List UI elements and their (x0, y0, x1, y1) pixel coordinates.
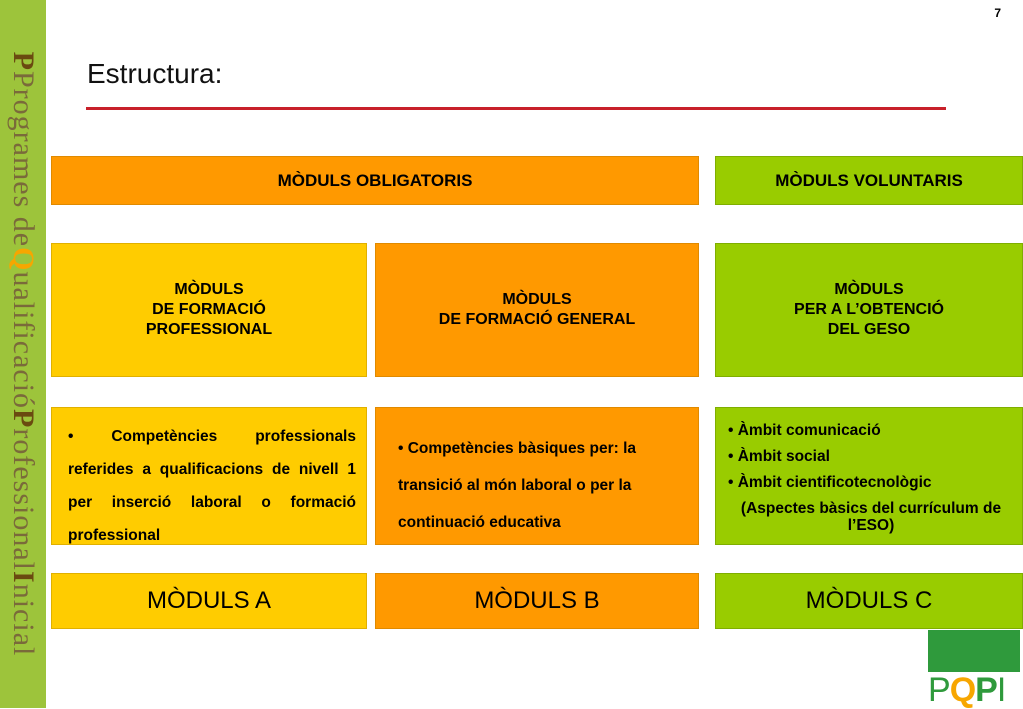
module-c-line3: DEL GESO (827, 321, 911, 338)
pqpi-logo: PQPI (928, 630, 1023, 708)
module-box-b: MÒDULS DE FORMACIÓ GENERAL (375, 243, 699, 377)
header-obligatoris: MÒDULS OBLIGATORIS (51, 156, 699, 205)
module-c-line1: MÒDULS (834, 281, 904, 298)
sidebar-accent-q: Q (7, 247, 40, 272)
sidebar-text-2: ualificació (7, 271, 40, 410)
module-b-line2: DE FORMACIÓ GENERAL (438, 311, 636, 328)
module-b-line1: MÒDULS (502, 291, 572, 308)
module-box-a: MÒDULS DE FORMACIÓ PROFESSIONAL (51, 243, 367, 377)
logo-letter-p: P (928, 671, 951, 709)
sidebar-accent-i: I (7, 571, 40, 584)
detail-c-note: (Aspectes bàsics del currículum de l’ESO… (740, 500, 1002, 534)
sidebar-text-4: nicial (7, 583, 40, 657)
footer-a-label: MÒDULS A (146, 587, 272, 614)
module-a-line1: MÒDULS (174, 281, 244, 298)
detail-c-item-cientific: • Àmbit cientificotecnològic (728, 474, 932, 491)
detail-a-text: • Competències professionals referides a… (68, 428, 356, 544)
sidebar-text-3: rofessional (7, 428, 40, 572)
page-title: Estructura: (87, 58, 223, 89)
module-c-line2: PER A L’OBTENCIÓ (794, 301, 944, 318)
footer-b-label: MÒDULS B (474, 587, 600, 614)
module-box-c: MÒDULS PER A L’OBTENCIÓ DEL GESO (715, 243, 1023, 377)
logo-text: PQPI (928, 672, 1023, 708)
footer-box-b: MÒDULS B (375, 573, 699, 629)
detail-box-a: • Competències professionals referides a… (51, 407, 367, 545)
sidebar-p-mark: P (7, 51, 40, 71)
detail-b-text: • Competències bàsiques per: la transici… (398, 440, 637, 531)
detail-box-b: • Competències bàsiques per: la transici… (375, 407, 699, 545)
page-number: 7 (994, 6, 1001, 20)
logo-letter-i: I (996, 671, 1007, 709)
header-voluntaris: MÒDULS VOLUNTARIS (715, 156, 1023, 205)
title-underline (86, 107, 946, 110)
footer-c-label: MÒDULS C (805, 587, 933, 614)
detail-box-c: • Àmbit comunicació • Àmbit social • Àmb… (715, 407, 1023, 545)
footer-box-c: MÒDULS C (715, 573, 1023, 629)
header-voluntaris-label: MÒDULS VOLUNTARIS (775, 170, 963, 190)
detail-c-item-comunicacio: • Àmbit comunicació (728, 422, 881, 439)
module-a-line3: PROFESSIONAL (145, 321, 273, 338)
module-a-line2: DE FORMACIÓ (152, 301, 266, 318)
sidebar-accent-p: P (7, 409, 40, 429)
header-obligatoris-label: MÒDULS OBLIGATORIS (277, 170, 473, 190)
footer-box-a: MÒDULS A (51, 573, 367, 629)
sidebar-text-1: Programes de (7, 70, 40, 248)
logo-letter-q: Q (949, 671, 976, 709)
detail-c-item-social: • Àmbit social (728, 448, 830, 465)
logo-letter-p2: P (975, 671, 998, 709)
